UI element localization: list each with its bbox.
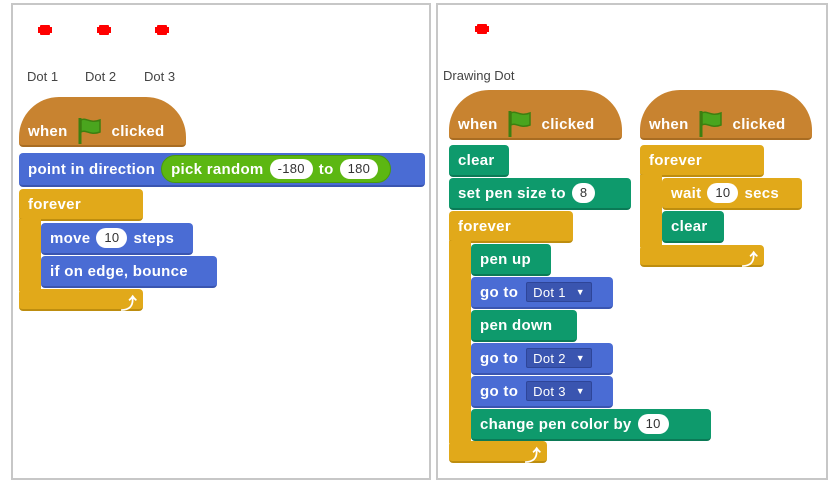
green-flag-icon — [699, 111, 722, 137]
point-in-direction-block[interactable]: point in direction pick random -180 to 1… — [19, 153, 425, 187]
forever-label-b: forever — [649, 151, 702, 169]
pen-up-block[interactable]: pen up — [471, 244, 551, 276]
pen-down-block[interactable]: pen down — [471, 310, 577, 342]
steps-label: steps — [133, 229, 175, 247]
clicked-label-b: clicked — [732, 115, 786, 133]
clear-label-b: clear — [671, 217, 708, 235]
bounce-block[interactable]: if on edge, bounce — [41, 256, 217, 288]
forever-top: forever — [19, 189, 143, 221]
wait-secs-input[interactable]: 10 — [707, 183, 739, 203]
dot1-sprite[interactable] — [38, 25, 52, 35]
go-to-target-dropdown-2[interactable]: Dot 2 ▼ — [526, 348, 592, 368]
when-label-a: when — [458, 115, 498, 133]
triangle-down-icon: ▼ — [575, 353, 585, 363]
dot2-sprite[interactable] — [97, 25, 111, 35]
loop-arrow-icon: ⤴ — [120, 296, 137, 313]
go-to-block-3[interactable]: go to Dot 3 ▼ — [471, 376, 613, 408]
forever-top-a: forever — [449, 211, 573, 243]
right-stage-panel: Drawing Dot when clicked clear set pen s… — [436, 3, 828, 480]
wait-label: wait — [671, 184, 702, 202]
change-pen-color-label: change pen color by — [480, 415, 632, 433]
forever-bottom-b: ⤴ — [640, 245, 764, 269]
clear-block-a[interactable]: clear — [449, 145, 509, 177]
set-pen-size-block[interactable]: set pen size to 8 — [449, 178, 631, 210]
move-steps-input[interactable]: 10 — [96, 228, 128, 248]
go-to-label-2: go to — [480, 349, 519, 367]
forever-label: forever — [28, 195, 81, 213]
dot3-label: Dot 3 — [144, 69, 176, 84]
to-label: to — [318, 160, 334, 178]
clear-label-a: clear — [458, 151, 495, 169]
forever-top-b: forever — [640, 145, 764, 177]
go-to-target-2: Dot 2 — [533, 350, 566, 366]
drawing-dot-sprite[interactable] — [475, 24, 489, 34]
dot2-label: Dot 2 — [85, 69, 117, 84]
pen-color-change-input[interactable]: 10 — [637, 414, 669, 434]
go-to-label-3: go to — [480, 382, 519, 400]
when-flag-clicked-block[interactable]: when clicked — [19, 97, 186, 147]
forever-block-b[interactable]: forever ⤴ — [640, 145, 766, 269]
forever-block-a[interactable]: forever ⤴ — [449, 211, 577, 465]
go-to-block-2[interactable]: go to Dot 2 ▼ — [471, 343, 613, 375]
dot3-sprite[interactable] — [155, 25, 169, 35]
triangle-down-icon: ▼ — [575, 386, 585, 396]
clicked-label-a: clicked — [541, 115, 595, 133]
pen-size-input[interactable]: 8 — [571, 183, 596, 203]
green-flag-icon — [508, 111, 531, 137]
pick-random-block[interactable]: pick random -180 to 180 — [161, 155, 392, 183]
move-steps-block[interactable]: move 10 steps — [41, 223, 193, 255]
forever-arm-b — [640, 175, 662, 247]
go-to-block-1[interactable]: go to Dot 1 ▼ — [471, 277, 613, 309]
left-stage-panel: Dot 1 Dot 2 Dot 3 when clicked point in … — [11, 3, 431, 480]
when-label: when — [28, 122, 68, 140]
when-flag-clicked-block-b[interactable]: when clicked — [640, 90, 812, 140]
random-max-input[interactable]: 180 — [339, 159, 379, 179]
forever-block[interactable]: forever ⤴ — [19, 189, 143, 313]
pen-up-label: pen up — [480, 250, 531, 268]
go-to-target-dropdown-3[interactable]: Dot 3 ▼ — [526, 381, 592, 401]
go-to-label-1: go to — [480, 283, 519, 301]
loop-arrow-icon: ⤴ — [741, 252, 758, 269]
forever-bottom: ⤴ — [19, 289, 143, 313]
pen-down-label: pen down — [480, 316, 553, 334]
wait-secs-block[interactable]: wait 10 secs — [662, 178, 802, 210]
clear-block-b[interactable]: clear — [662, 211, 724, 243]
move-label: move — [50, 229, 91, 247]
forever-label-a: forever — [458, 217, 511, 235]
change-pen-color-block[interactable]: change pen color by 10 — [471, 409, 711, 441]
set-pen-size-label: set pen size to — [458, 184, 566, 202]
forever-arm-a — [449, 241, 471, 443]
triangle-down-icon: ▼ — [575, 287, 585, 297]
when-label-b: when — [649, 115, 689, 133]
go-to-target-dropdown-1[interactable]: Dot 1 ▼ — [526, 282, 592, 302]
loop-arrow-icon: ⤴ — [524, 448, 541, 465]
drawing-dot-label: Drawing Dot — [443, 68, 515, 83]
dot1-label: Dot 1 — [27, 69, 59, 84]
green-flag-icon — [78, 118, 101, 144]
secs-label: secs — [744, 184, 780, 202]
random-min-input[interactable]: -180 — [269, 159, 313, 179]
go-to-target-1: Dot 1 — [533, 284, 566, 300]
go-to-target-3: Dot 3 — [533, 383, 566, 399]
clicked-label: clicked — [111, 122, 165, 140]
bounce-label: if on edge, bounce — [50, 262, 188, 280]
point-in-direction-label: point in direction — [28, 160, 156, 178]
pick-random-label: pick random — [171, 160, 264, 178]
when-flag-clicked-block-a[interactable]: when clicked — [449, 90, 622, 140]
forever-arm — [19, 219, 41, 291]
forever-bottom-a: ⤴ — [449, 441, 547, 465]
